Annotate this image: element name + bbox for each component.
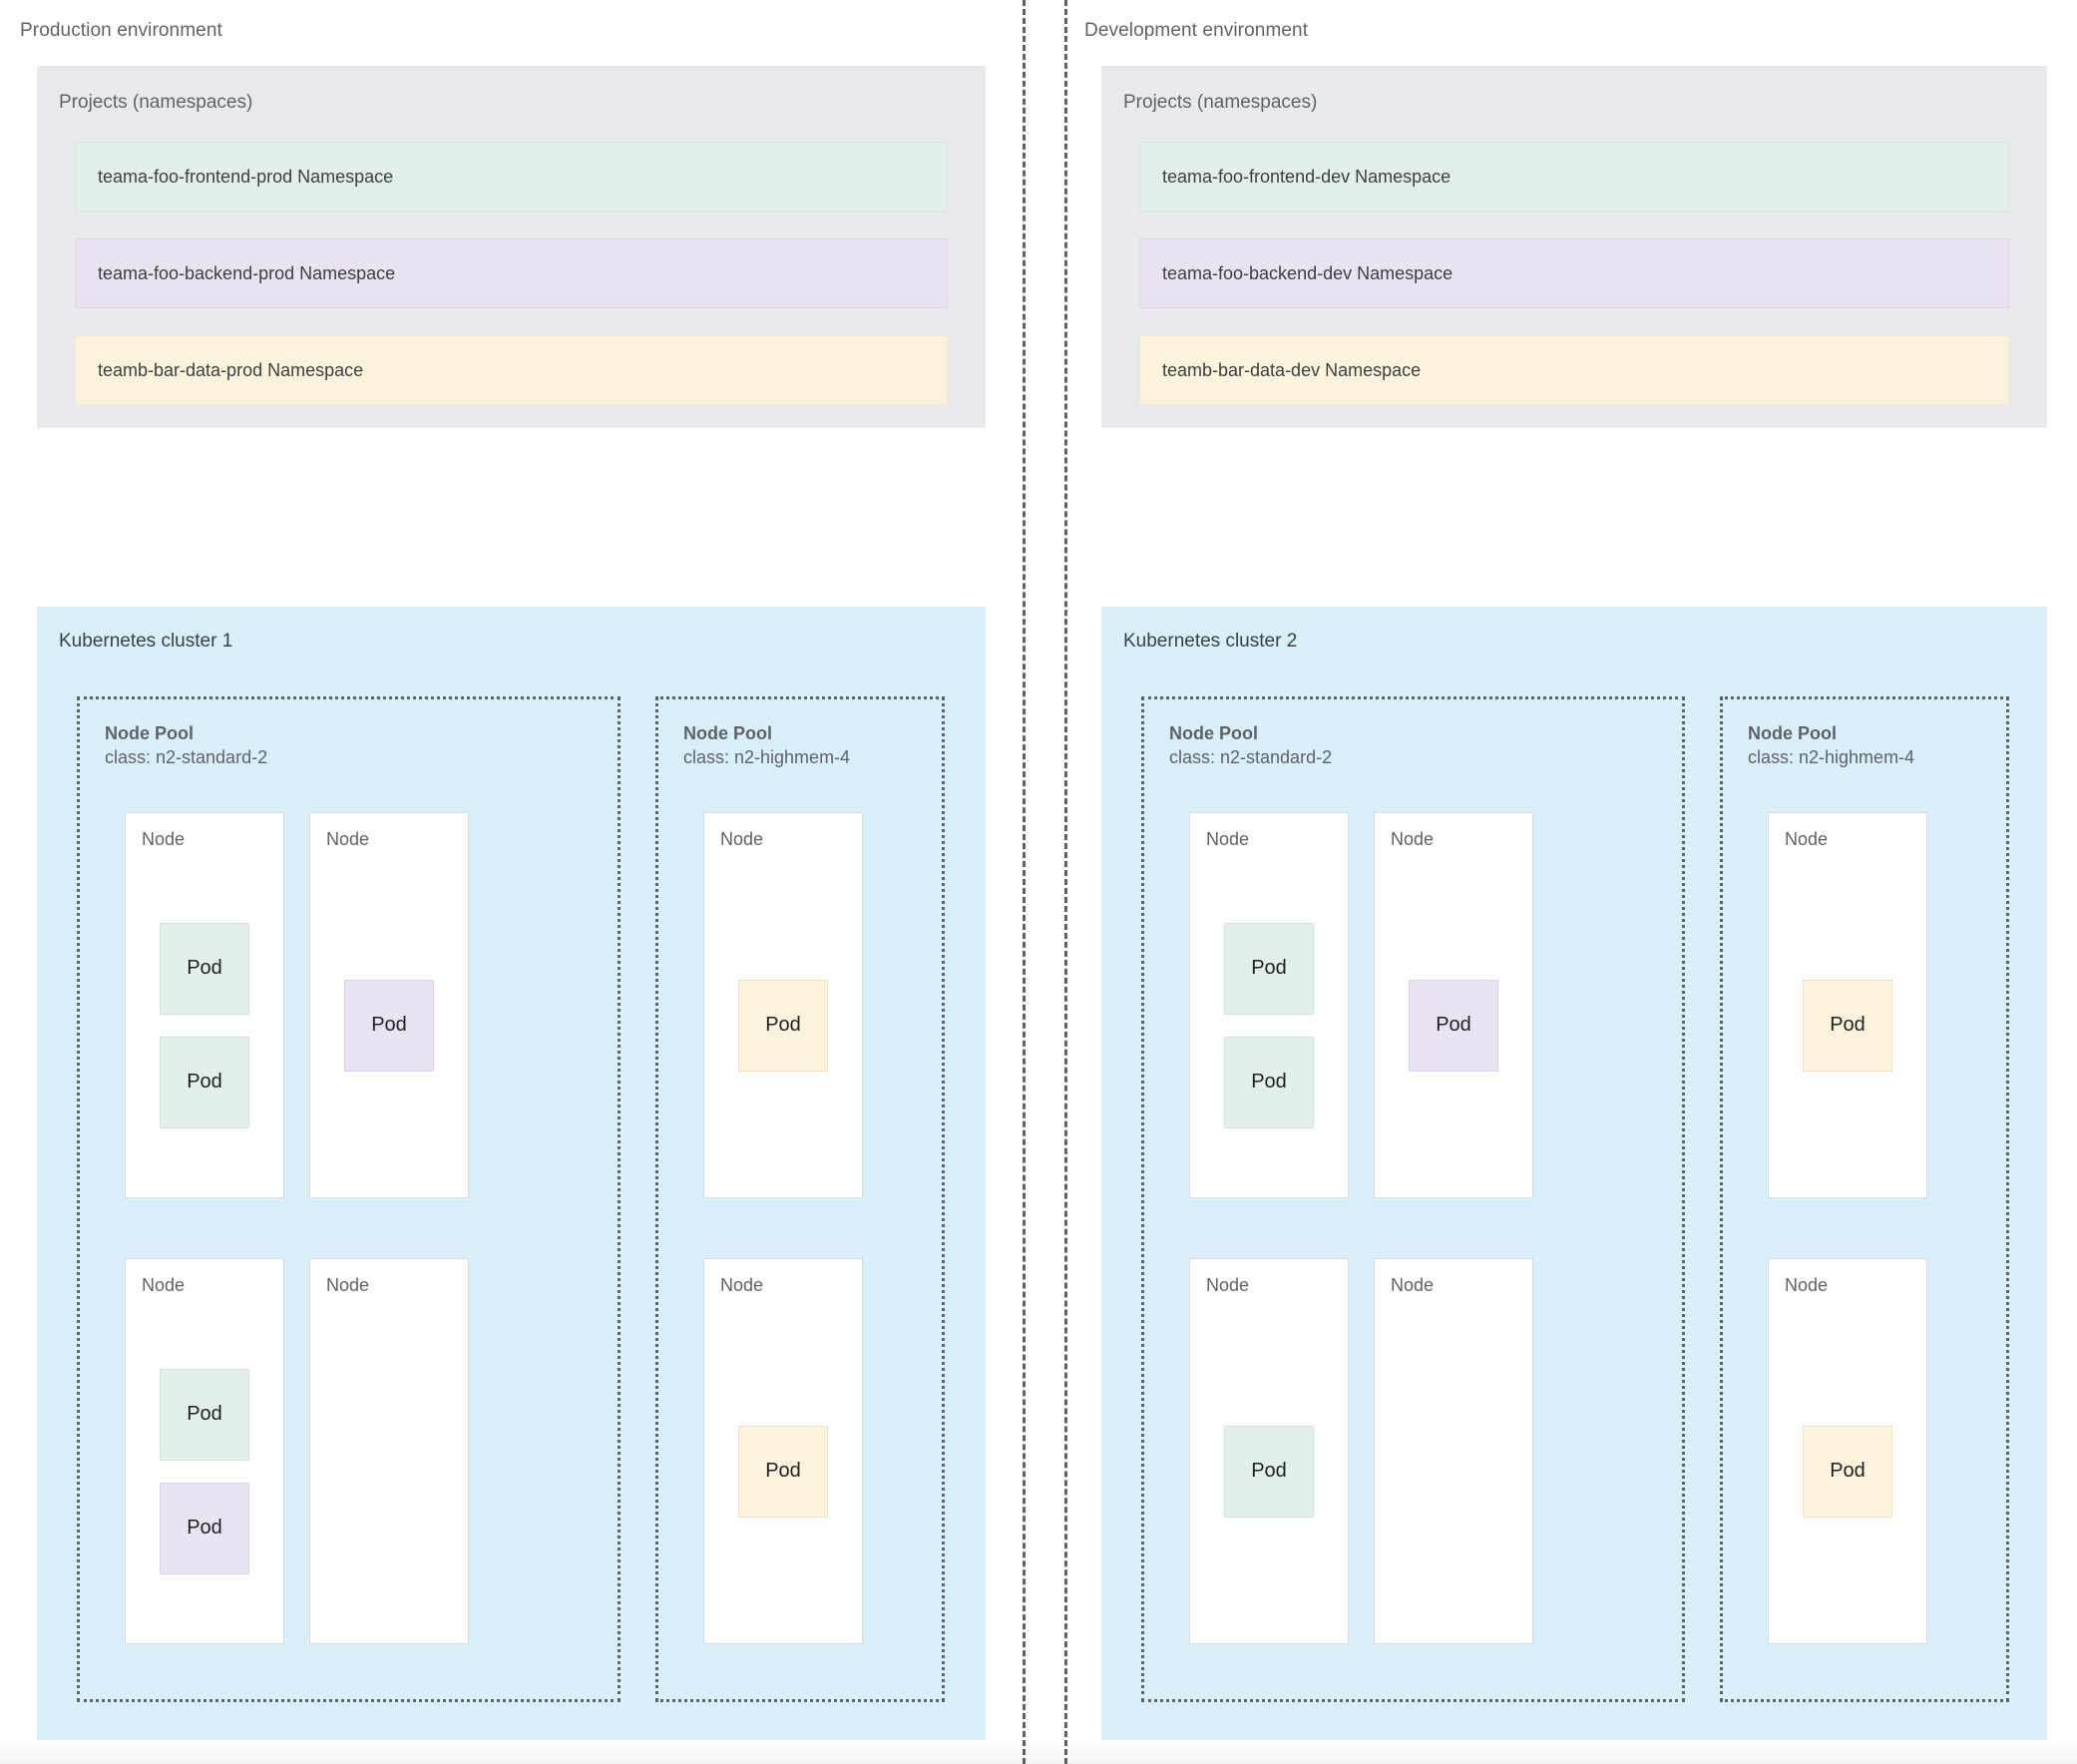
cluster-title: Kubernetes cluster 2: [1123, 631, 1298, 652]
namespace-box[interactable]: teamb-bar-data-dev Namespace: [1139, 335, 2009, 405]
pod-list: Pod: [310, 863, 468, 1187]
node-label: Node: [1206, 1275, 1250, 1295]
node-pool-class: class: n2-highmem-4: [683, 746, 851, 767]
environment-divider-right: [1064, 0, 1067, 1764]
namespace-box[interactable]: teama-foo-backend-dev Namespace: [1139, 238, 2009, 308]
pod-list: Pod: [1769, 1309, 1926, 1633]
pod[interactable]: Pod: [160, 1482, 249, 1574]
cluster-title: Kubernetes cluster 1: [59, 631, 233, 652]
pod-list: Pod Pod: [1190, 863, 1348, 1187]
node-label: Node: [1391, 1275, 1435, 1295]
environment-title: Development environment: [1084, 20, 1309, 41]
namespace-box[interactable]: teama-foo-frontend-dev Namespace: [1139, 142, 2009, 212]
pod-list: Pod: [1769, 863, 1926, 1187]
node[interactable]: Node Pod: [309, 812, 469, 1198]
node-pool-header: Node Pool class: n2-standard-2: [1169, 722, 1332, 770]
node-pool-title: Node Pool: [105, 723, 194, 743]
node-label: Node: [1391, 829, 1435, 849]
bottom-shadow: [0, 1740, 2077, 1764]
pod[interactable]: Pod: [738, 979, 828, 1072]
node-pool-header: Node Pool class: n2-highmem-4: [1748, 722, 1914, 770]
pod-list: [310, 1309, 468, 1633]
node-pool: Node Pool class: n2-standard-2 Node Pod …: [77, 696, 621, 1702]
environment-divider-left: [1023, 0, 1026, 1764]
node-pool-class: class: n2-standard-2: [105, 746, 268, 767]
pod-list: Pod Pod: [126, 1309, 283, 1633]
node-pool: Node Pool class: n2-standard-2 Node Pod …: [1141, 696, 1685, 1702]
projects-panel-title: Projects (namespaces): [1123, 92, 1318, 113]
pod-list: Pod: [704, 863, 862, 1187]
pod[interactable]: Pod: [160, 1368, 249, 1461]
node-label: Node: [720, 1275, 764, 1295]
pod[interactable]: Pod: [1224, 922, 1314, 1015]
pod-list: Pod: [704, 1309, 862, 1633]
node[interactable]: Node Pod Pod: [125, 1258, 284, 1644]
pod[interactable]: Pod: [344, 979, 434, 1072]
namespace-list: teama-foo-frontend-dev Namespace teama-f…: [1139, 142, 2009, 405]
node-label: Node: [142, 1275, 186, 1295]
node-pool-title: Node Pool: [1748, 723, 1837, 743]
node[interactable]: Node: [309, 1258, 469, 1644]
pod[interactable]: Pod: [1409, 979, 1498, 1072]
node-pool-class: class: n2-standard-2: [1169, 746, 1333, 767]
node-pool-title: Node Pool: [1169, 723, 1258, 743]
pod-list: Pod: [1375, 863, 1532, 1187]
namespace-list: teama-foo-frontend-prod Namespace teama-…: [75, 142, 948, 405]
namespace-box[interactable]: teamb-bar-data-prod Namespace: [75, 335, 948, 405]
pod[interactable]: Pod: [1224, 1425, 1314, 1518]
pod[interactable]: Pod: [1803, 979, 1892, 1072]
environment-title: Production environment: [20, 20, 222, 41]
node-pool-header: Node Pool class: n2-standard-2: [105, 722, 267, 770]
pod[interactable]: Pod: [738, 1425, 828, 1518]
node-label: Node: [1785, 1275, 1829, 1295]
node[interactable]: Node Pod: [1768, 812, 1927, 1198]
node-label: Node: [326, 829, 370, 849]
node-pool: Node Pool class: n2-highmem-4 Node Pod N…: [655, 696, 945, 1702]
node-pool: Node Pool class: n2-highmem-4 Node Pod N…: [1720, 696, 2009, 1702]
node-label: Node: [1206, 829, 1250, 849]
namespace-box[interactable]: teama-foo-frontend-prod Namespace: [75, 142, 948, 212]
node-label: Node: [142, 829, 186, 849]
node-label: Node: [326, 1275, 370, 1295]
node-pool-title: Node Pool: [683, 723, 772, 743]
node[interactable]: Node Pod: [1189, 1258, 1349, 1644]
pod-list: Pod: [1190, 1309, 1348, 1633]
node[interactable]: Node Pod Pod: [1189, 812, 1349, 1198]
node-pool-class: class: n2-highmem-4: [1748, 746, 1915, 767]
projects-panel: Projects (namespaces) teama-foo-frontend…: [37, 66, 986, 428]
node-pool-header: Node Pool class: n2-highmem-4: [683, 722, 850, 770]
namespace-box[interactable]: teama-foo-backend-prod Namespace: [75, 238, 948, 308]
node[interactable]: Node Pod: [703, 812, 863, 1198]
node[interactable]: Node: [1374, 1258, 1533, 1644]
projects-panel-title: Projects (namespaces): [59, 92, 253, 113]
kubernetes-cluster-panel: Kubernetes cluster 1 Node Pool class: n2…: [37, 607, 986, 1740]
projects-panel: Projects (namespaces) teama-foo-frontend…: [1101, 66, 2047, 428]
pod[interactable]: Pod: [1803, 1425, 1892, 1518]
pod-list: Pod Pod: [126, 863, 283, 1187]
node[interactable]: Node Pod: [1768, 1258, 1927, 1644]
pod[interactable]: Pod: [160, 922, 249, 1015]
pod[interactable]: Pod: [1224, 1036, 1314, 1128]
pod[interactable]: Pod: [160, 1036, 249, 1128]
node[interactable]: Node Pod: [703, 1258, 863, 1644]
node-label: Node: [720, 829, 764, 849]
kubernetes-cluster-panel: Kubernetes cluster 2 Node Pool class: n2…: [1101, 607, 2047, 1740]
node-label: Node: [1785, 829, 1829, 849]
pod-list: [1375, 1309, 1532, 1633]
node[interactable]: Node Pod Pod: [125, 812, 284, 1198]
node[interactable]: Node Pod: [1374, 812, 1533, 1198]
